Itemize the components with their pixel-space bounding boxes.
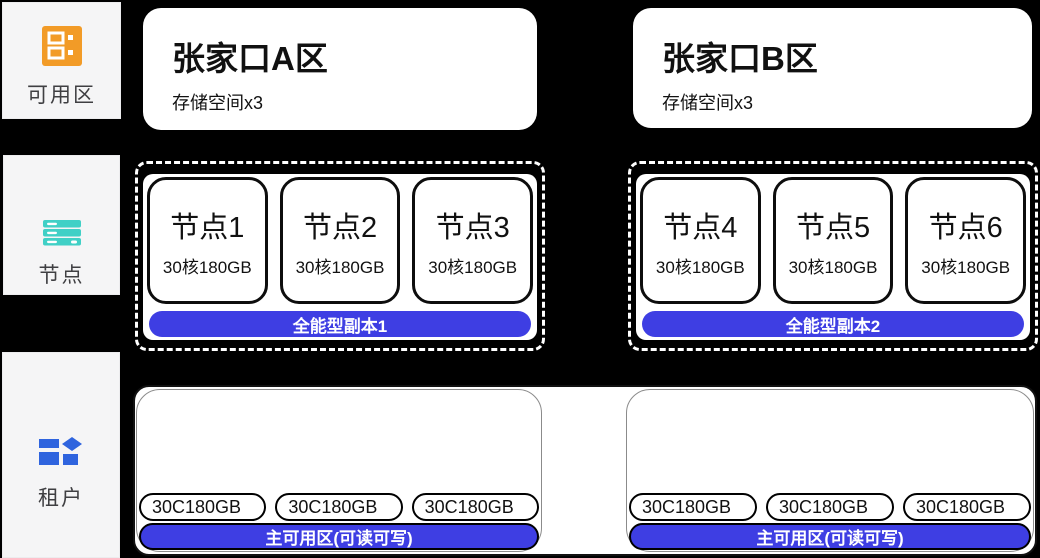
rail-label-availability-zone: 可用区: [27, 84, 96, 107]
tenant-spec-pill: 30C180GB: [275, 493, 403, 521]
zone-a-title: 张家口A区: [172, 40, 328, 77]
node-group-1-fill: 节点1 30核180GB 节点2 30核180GB 节点3 30核180GB 全…: [143, 174, 537, 340]
tenant-group-2: 30C180GB 30C180GB 30C180GB 主可用区(可读可写): [626, 389, 1034, 552]
zone-box-a: 张家口A区 存储空间x3: [143, 8, 537, 130]
zone-b-title: 张家口B区: [662, 40, 818, 77]
tenant-spec-pill: 30C180GB: [766, 493, 894, 521]
rail-card-tenant: 租户: [2, 352, 120, 558]
node-card: 节点4 30核180GB: [640, 177, 761, 304]
zone-b-storage-label: 存储空间x3: [662, 93, 754, 113]
node-server-icon: [42, 220, 82, 251]
node-card: 节点6 30核180GB: [905, 177, 1027, 304]
node-card: 节点5 30核180GB: [772, 177, 894, 304]
tenant-band: 30C180GB 30C180GB 30C180GB 主可用区(可读可写) 30…: [133, 385, 1037, 556]
node-name: 节点1: [170, 211, 245, 244]
node-name: 节点5: [795, 211, 871, 244]
tenant-group-1: 30C180GB 30C180GB 30C180GB 主可用区(可读可写): [136, 389, 542, 552]
primary-az-badge-1: 主可用区(可读可写): [139, 523, 539, 550]
node-name: 节点6: [928, 211, 1003, 244]
zone-a-storage-label: 存储空间x3: [172, 93, 264, 113]
replica-badge-2: 全能型副本2: [642, 311, 1024, 337]
rail-label-tenant: 租户: [38, 487, 84, 510]
node-name: 节点4: [663, 211, 738, 244]
node-group-2: 节点4 30核180GB 节点5 30核180GB 节点6 30核180GB 全…: [628, 161, 1038, 351]
primary-az-badge-2: 主可用区(可读可写): [629, 523, 1031, 550]
rail-label-node: 节点: [38, 264, 85, 287]
node-group-1: 节点1 30核180GB 节点2 30核180GB 节点3 30核180GB 全…: [135, 161, 545, 351]
rail-card-node: 节点: [3, 155, 120, 295]
availability-zone-icon: [41, 26, 82, 71]
tenant-spec-pill: 30C180GB: [903, 493, 1031, 521]
tenant-blocks-icon: [39, 437, 83, 474]
tenant-spec-pill: 30C180GB: [411, 493, 539, 521]
node-card: 节点3 30核180GB: [412, 177, 534, 304]
replica-badge-1: 全能型副本1: [149, 311, 531, 337]
tenant-spec-pill: 30C180GB: [629, 493, 757, 521]
node-spec: 30核180GB: [428, 257, 518, 277]
node-spec: 30核180GB: [788, 257, 878, 277]
node-card: 节点2 30核180GB: [279, 177, 401, 304]
node-card: 节点1 30核180GB: [147, 177, 268, 304]
node-name: 节点3: [435, 211, 510, 244]
node-spec: 30核180GB: [295, 257, 385, 277]
rail-card-availability-zone: 可用区: [2, 2, 121, 119]
node-spec: 30核180GB: [921, 257, 1011, 277]
tenant-spec-pill: 30C180GB: [139, 493, 267, 521]
node-spec: 30核180GB: [162, 257, 252, 277]
zone-box-b: 张家口B区 存储空间x3: [633, 8, 1032, 128]
node-name: 节点2: [302, 211, 378, 244]
node-group-2-fill: 节点4 30核180GB 节点5 30核180GB 节点6 30核180GB 全…: [636, 174, 1030, 340]
node-spec: 30核180GB: [655, 257, 745, 277]
